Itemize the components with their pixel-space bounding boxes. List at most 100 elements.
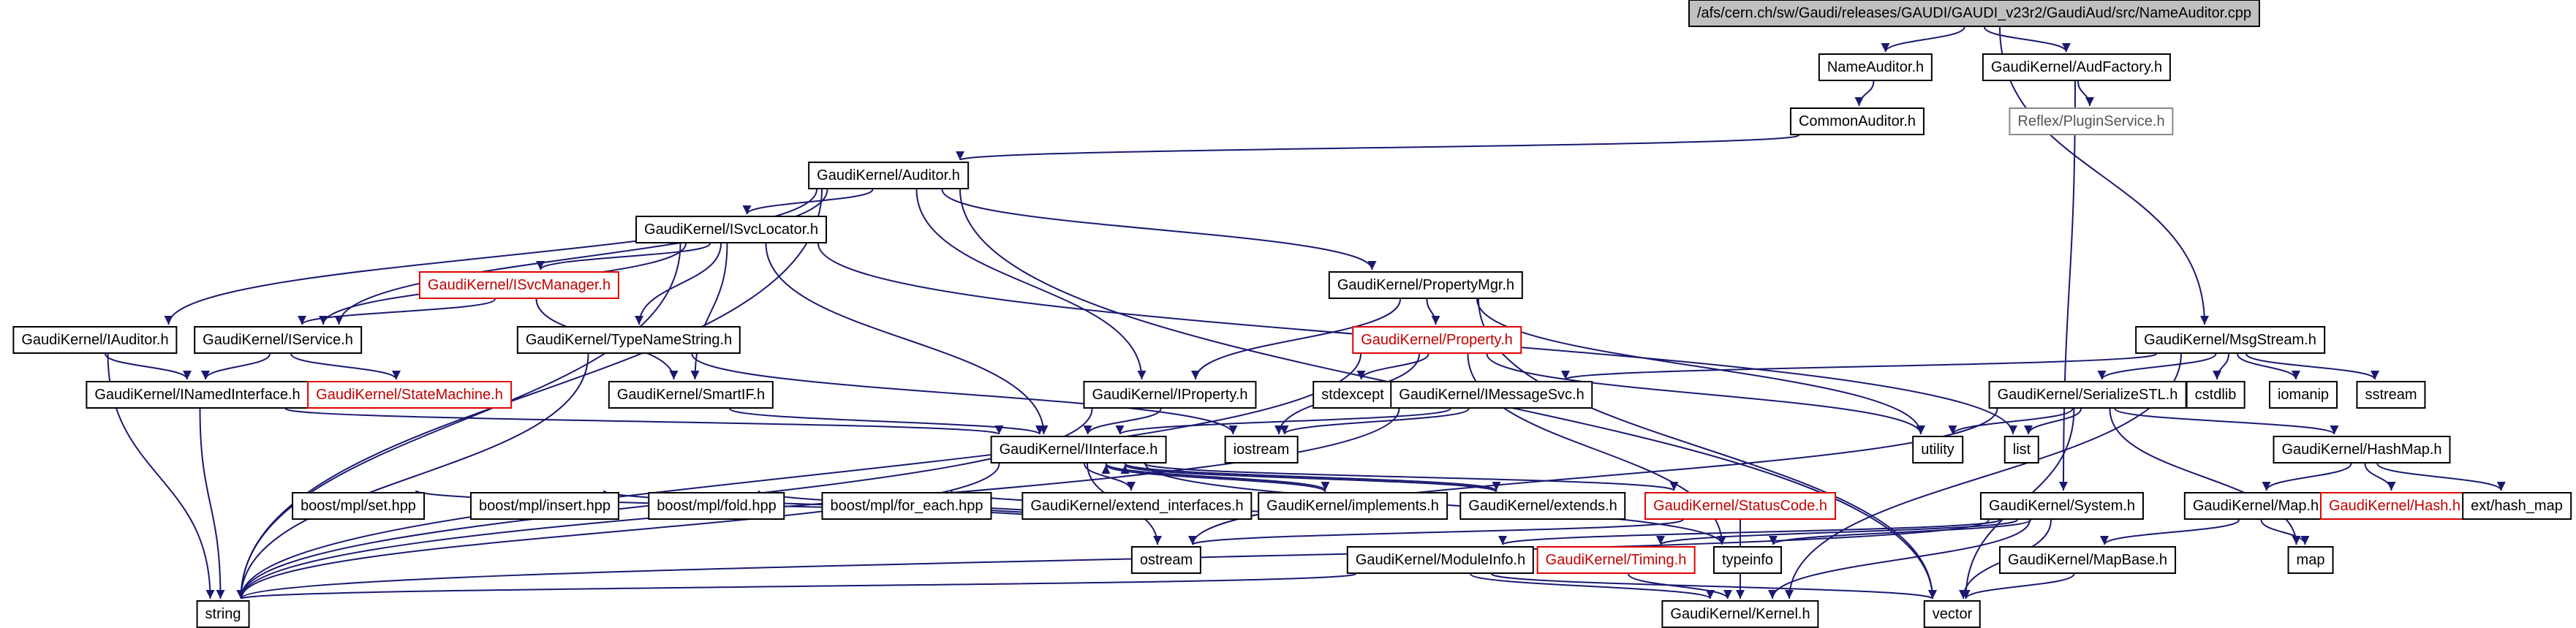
include-edge-iinterface_h--extends_h — [1124, 463, 1501, 491]
graph-node-name_auditor_h[interactable]: NameAuditor.h — [1818, 53, 1933, 81]
include-edge-isvclocator_h--smartif_h — [690, 243, 728, 380]
include-edge-aud_factory_h--system_h — [2059, 80, 2076, 491]
graph-node-mpl_insert: boost/mpl/insert.hpp — [469, 492, 620, 520]
graph-node-timing_h[interactable]: GaudiKernel/Timing.h — [1536, 546, 1696, 574]
include-edge-serializestl_h--map — [2109, 408, 2301, 545]
graph-node-isvclocator_h[interactable]: GaudiKernel/ISvcLocator.h — [635, 216, 827, 243]
include-edge-serializestl_h--list — [2024, 408, 2082, 435]
graph-node-stdexcept: stdexcept — [1312, 381, 1393, 409]
include-edge-hashmap_h--map_h — [2262, 463, 2352, 491]
include-edge-map_h--mapbase_h — [2100, 519, 2240, 545]
include-edge-mapbase_h--vector — [1961, 573, 2075, 599]
include-edge-inamedinterface_h--string — [199, 408, 225, 599]
include-edge-auditor_h--iservice_h — [334, 189, 828, 325]
include-edge-msgstream_h--serializestl_h — [2097, 353, 2217, 380]
graph-node-auditor_h[interactable]: GaudiKernel/Auditor.h — [808, 162, 969, 189]
graph-node-aud_factory_h[interactable]: GaudiKernel/AudFactory.h — [1982, 53, 2172, 81]
include-edge-isvclocator_h--string — [236, 243, 681, 599]
include-edge-imessagesvc_h--string — [236, 408, 1400, 599]
include-edge-msgstream_h--iomanip — [2237, 353, 2300, 380]
graph-node-typenamestring_h[interactable]: GaudiKernel/TypeNameString.h — [516, 326, 741, 354]
graph-node-ext_hash_map: ext/hash_map — [2462, 492, 2572, 520]
graph-node-iauditor_h[interactable]: GaudiKernel/IAuditor.h — [12, 326, 178, 354]
include-edge-propertymgr_h--utility — [1476, 298, 1925, 435]
graph-node-utility: utility — [1912, 436, 1963, 464]
include-edge-serializestl_h--hashmap_h — [2114, 408, 2339, 435]
include-edge-hashmap_h--hash_h — [2364, 463, 2396, 491]
graph-node-cstdlib: cstdlib — [2186, 381, 2245, 409]
graph-node-iproperty_h[interactable]: GaudiKernel/IProperty.h — [1083, 381, 1257, 409]
graph-node-map_h[interactable]: GaudiKernel/Map.h — [2183, 492, 2328, 520]
graph-node-mpl_foreach: boost/mpl/for_each.hpp — [821, 492, 992, 520]
graph-node-smartif_h[interactable]: GaudiKernel/SmartIF.h — [608, 381, 774, 409]
graph-node-moduleinfo_h[interactable]: GaudiKernel/ModuleInfo.h — [1346, 546, 1535, 574]
include-edge-cpp--name_auditor_h — [1881, 26, 1965, 53]
graph-node-implements_h[interactable]: GaudiKernel/implements.h — [1258, 492, 1448, 520]
include-edge-implements_h--iinterface_h — [1101, 464, 1326, 493]
include-edge-smartif_h--iinterface_h — [729, 408, 1044, 435]
graph-node-vector: vector — [1923, 600, 1982, 628]
graph-node-system_h[interactable]: GaudiKernel/System.h — [1979, 492, 2145, 520]
graph-node-extends_h[interactable]: GaudiKernel/extends.h — [1459, 492, 1626, 520]
graph-node-hash_h[interactable]: GaudiKernel/Hash.h — [2319, 492, 2470, 520]
include-edge-typenamestring_h--string — [236, 353, 589, 599]
include-edge-property_h--string — [236, 353, 1361, 599]
graph-node-mpl_set: boost/mpl/set.hpp — [292, 492, 425, 520]
graph-node-inamedinterface_h[interactable]: GaudiKernel/INamedInterface.h — [86, 381, 309, 409]
include-edge-propertymgr_h--property_h — [1426, 298, 1440, 325]
include-edge-iservice_h--inamedinterface_h — [201, 353, 271, 380]
graph-node-sstream: sstream — [2356, 381, 2426, 409]
include-edge-msgstream_h--imessagesvc_h — [1561, 353, 2157, 380]
include-edge-auditor_h--iauditor_h — [164, 189, 817, 325]
graph-node-propertymgr_h[interactable]: GaudiKernel/PropertyMgr.h — [1328, 271, 1524, 299]
graph-node-typeinfo: typeinfo — [1712, 546, 1783, 574]
graph-node-mpl_fold: boost/mpl/fold.hpp — [648, 492, 785, 520]
include-edge-system_h--kernel_h — [1768, 519, 2031, 599]
graph-node-statemachine_h[interactable]: GaudiKernel/StateMachine.h — [307, 381, 512, 409]
graph-node-kernel_h[interactable]: GaudiKernel/Kernel.h — [1661, 600, 1819, 628]
include-edge-auditor_h--iproperty_h — [915, 189, 1147, 380]
include-edge-typenamestring_h--iostream — [691, 353, 1238, 435]
graph-node-iostream: iostream — [1224, 436, 1299, 464]
include-edge-iinterface_h--string — [236, 463, 1000, 599]
include-edge-isvclocator_h--isvcmanager_h — [536, 243, 711, 271]
include-edge-imessagesvc_h--iostream — [1280, 408, 1470, 435]
include-edge-isvcmanager_h--iservice_h — [298, 298, 496, 325]
graph-node-iservice_h[interactable]: GaudiKernel/IService.h — [194, 326, 362, 354]
graph-node-iinterface_h[interactable]: GaudiKernel/IInterface.h — [990, 436, 1167, 464]
graph-node-mapbase_h[interactable]: GaudiKernel/MapBase.h — [1999, 546, 2176, 574]
include-edge-moduleinfo_h--vector — [1491, 573, 1937, 599]
graph-node-isvcmanager_h[interactable]: GaudiKernel/ISvcManager.h — [418, 271, 620, 299]
include-edge-propertymgr_h--vector — [1478, 298, 1937, 599]
include-edge-msgstream_h--sstream — [2245, 353, 2379, 380]
graph-node-property_h[interactable]: GaudiKernel/Property.h — [1352, 326, 1522, 354]
include-edge-extends_h--iinterface_h — [1120, 464, 1497, 493]
graph-node-reflex_plugin: Reflex/PluginService.h — [2009, 107, 2174, 135]
graph-node-hashmap_h[interactable]: GaudiKernel/HashMap.h — [2273, 436, 2451, 464]
include-edge-system_h--string — [237, 519, 1990, 599]
include-edge-inamedinterface_h--iinterface_h — [284, 408, 1003, 435]
include-edge-msgstream_h--cstdlib — [2213, 353, 2229, 380]
graph-node-imessagesvc_h[interactable]: GaudiKernel/IMessageSvc.h — [1390, 381, 1593, 409]
include-edge-iinterface_h--statuscode_h — [1144, 463, 1679, 491]
graph-node-serializestl_h[interactable]: GaudiKernel/SerializeSTL.h — [1988, 381, 2187, 409]
graph-node-common_auditor_h[interactable]: CommonAuditor.h — [1789, 107, 1925, 135]
include-edge-system_h--timing_h — [1656, 519, 2018, 545]
include-edge-moduleinfo_h--string — [237, 573, 1356, 599]
graph-node-statuscode_h[interactable]: GaudiKernel/StatusCode.h — [1644, 492, 1836, 520]
include-edge-imessagesvc_h--iinterface_h — [1115, 408, 1451, 435]
graph-node-ostream: ostream — [1130, 546, 1202, 574]
include-edge-timing_h--kernel_h — [1628, 573, 1732, 599]
include-edge-iinterface_h--implements_h — [1105, 463, 1330, 491]
include-edge-iinterface_h--extend_interfaces_h — [1084, 463, 1136, 491]
include-edge-isvclocator_h--typenamestring_h — [635, 243, 722, 325]
include-edge-auditor_h--propertymgr_h — [941, 189, 1377, 271]
graph-node-extend_interfaces_h[interactable]: GaudiKernel/extend_interfaces.h — [1021, 492, 1253, 520]
include-edge-serializestl_h--utility — [1948, 408, 2074, 435]
include-edge-property_h--utility — [1486, 353, 1925, 435]
graph-node-cpp: /afs/cern.ch/sw/Gaudi/releases/GAUDI/GAU… — [1688, 0, 2261, 27]
graph-node-map: map — [2287, 546, 2334, 574]
graph-node-msgstream_h[interactable]: GaudiKernel/MsgStream.h — [2135, 326, 2325, 354]
